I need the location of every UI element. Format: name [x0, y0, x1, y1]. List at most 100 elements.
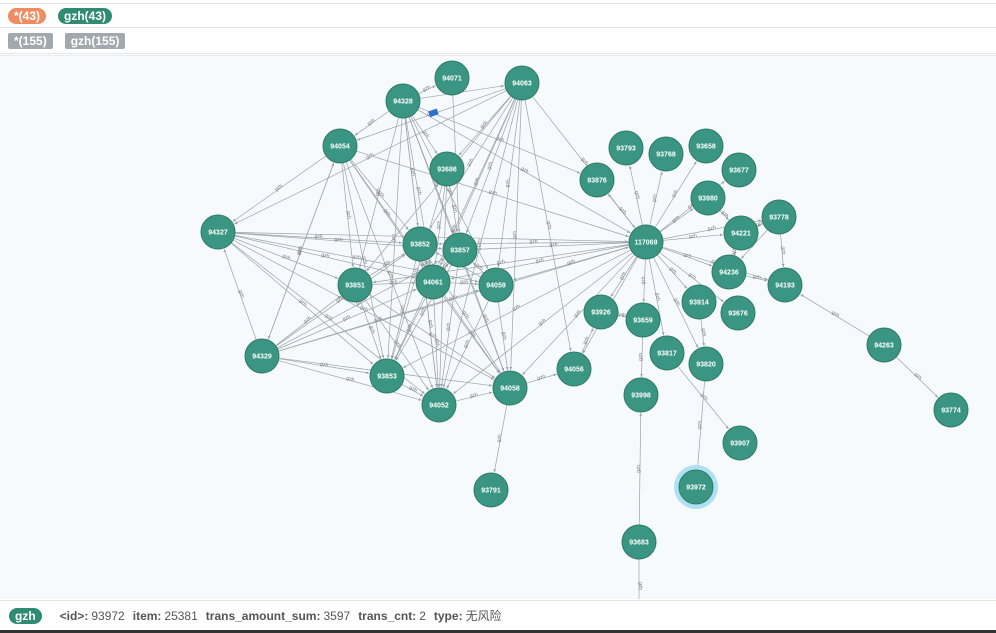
graph-edge[interactable]: gzh: [497, 99, 521, 268]
graph-edge[interactable]: gzh: [234, 232, 403, 245]
graph-edge[interactable]: gzh: [277, 288, 417, 350]
graph-node-93853[interactable]: 93853: [369, 358, 405, 394]
edge-line[interactable]: [654, 161, 697, 228]
graph-edge[interactable]: gzh: [656, 254, 688, 289]
edge-line[interactable]: [267, 162, 335, 341]
edge-line[interactable]: [443, 263, 449, 270]
node-circle[interactable]: [649, 335, 685, 371]
graph-node-94063[interactable]: 94063: [504, 65, 540, 101]
graph-edge[interactable]: gzh: [780, 233, 787, 268]
graph-edge[interactable]: gzh: [522, 254, 635, 376]
graph-edge[interactable]: gzh: [278, 360, 422, 401]
graph-node-93683[interactable]: 93683: [621, 524, 657, 560]
node-circle[interactable]: [723, 215, 759, 251]
node-circle[interactable]: [623, 377, 659, 413]
graph-node-93686[interactable]: 93686: [429, 151, 465, 187]
graph-node-94056[interactable]: 94056: [556, 351, 592, 387]
edge-line[interactable]: [497, 99, 521, 268]
edge-line[interactable]: [343, 162, 385, 359]
edge-line[interactable]: [345, 161, 433, 389]
graph-edge[interactable]: gzh: [371, 279, 416, 286]
edge-line[interactable]: [648, 258, 665, 336]
edge-line[interactable]: [465, 265, 505, 372]
graph-edge[interactable]: gzh: [234, 235, 416, 279]
graph-edge[interactable]: gzh: [401, 383, 424, 397]
graph-node-93972[interactable]: 93972: [674, 465, 718, 509]
graph-edge[interactable]: gzh: [636, 412, 643, 526]
edge-line[interactable]: [522, 254, 635, 376]
edge-line[interactable]: [356, 150, 629, 238]
graph-node-94061[interactable]: 94061: [415, 264, 451, 300]
edge-line[interactable]: [278, 358, 370, 375]
edge-line[interactable]: [493, 404, 508, 473]
graph-edge[interactable]: gzh: [449, 279, 479, 286]
graph-edge[interactable]: gzh: [524, 99, 572, 352]
graph-edge[interactable]: gzh: [659, 208, 694, 233]
edge-line[interactable]: [434, 185, 446, 265]
node-circle[interactable]: [369, 358, 405, 394]
node-circle[interactable]: [337, 267, 373, 303]
graph-edge[interactable]: gzh: [497, 301, 509, 371]
graph-node-94059[interactable]: 94059: [478, 267, 514, 303]
edge-line[interactable]: [277, 288, 417, 350]
node-circle[interactable]: [721, 152, 757, 188]
graph-edge[interactable]: gzh: [364, 298, 429, 391]
edge-line[interactable]: [780, 233, 785, 268]
edge-line[interactable]: [402, 249, 632, 369]
graph-edge[interactable]: gzh: [730, 247, 738, 257]
graph-edge[interactable]: gzh: [446, 300, 490, 389]
graph-edge[interactable]: gzh: [696, 380, 705, 470]
edge-line[interactable]: [354, 110, 390, 136]
edge-line[interactable]: [477, 242, 630, 251]
edge-line[interactable]: [350, 158, 409, 231]
graph-edge[interactable]: gzh: [417, 109, 631, 234]
node-circle[interactable]: [933, 392, 969, 428]
graph-edge[interactable]: gzh: [354, 110, 390, 136]
node-circle[interactable]: [473, 472, 509, 508]
node-circle[interactable]: [402, 226, 438, 262]
edge-line[interactable]: [640, 336, 643, 378]
graph-edge[interactable]: gzh: [610, 256, 638, 298]
graph-node-93926[interactable]: 93926: [583, 294, 619, 330]
edge-line[interactable]: [233, 237, 339, 279]
graph-edge[interactable]: gzh: [449, 185, 458, 233]
edge-line[interactable]: [275, 295, 341, 346]
graph-edge[interactable]: gzh: [402, 249, 632, 369]
graph-edge[interactable]: gzh: [358, 117, 400, 268]
edge-line[interactable]: [433, 298, 440, 388]
edge-line[interactable]: [526, 373, 557, 384]
edge-line[interactable]: [394, 297, 426, 360]
graph-node-93774[interactable]: 93774: [933, 392, 969, 428]
graph-edge[interactable]: gzh: [580, 328, 594, 354]
edge-line[interactable]: [719, 210, 729, 221]
edge-line[interactable]: [745, 275, 768, 282]
edge-line[interactable]: [656, 254, 688, 289]
edge-line[interactable]: [733, 249, 737, 255]
graph-edge[interactable]: gzh: [230, 242, 374, 365]
edge-line[interactable]: [700, 318, 706, 347]
node-circle[interactable]: [866, 327, 902, 363]
graph-edge[interactable]: gzh: [513, 246, 630, 281]
graph-node-93817[interactable]: 93817: [649, 335, 685, 371]
graph-node-94236[interactable]: 94236: [711, 254, 747, 290]
edge-line[interactable]: [417, 109, 631, 234]
graph-edge[interactable]: gzh: [234, 90, 507, 225]
graph-node-93793[interactable]: 93793: [608, 130, 644, 166]
graph-node-94054[interactable]: 94054: [322, 128, 358, 164]
edge-line[interactable]: [450, 244, 630, 280]
graph-edge[interactable]: gzh: [440, 266, 459, 388]
graph-edge[interactable]: gzh: [800, 294, 870, 337]
graph-edge[interactable]: gzh: [418, 84, 436, 95]
graph-node-93852[interactable]: 93852: [402, 226, 438, 262]
graph-node-94328[interactable]: 94328: [385, 83, 421, 119]
graph-edge[interactable]: gzh: [360, 300, 382, 360]
graph-edge[interactable]: gzh: [638, 336, 644, 378]
edge-line[interactable]: [223, 248, 257, 341]
graph-edge[interactable]: gzh: [745, 274, 768, 282]
node-circle[interactable]: [421, 387, 457, 423]
edge-line[interactable]: [449, 282, 479, 286]
edge-line[interactable]: [653, 257, 699, 349]
graph-node-94193[interactable]: 94193: [767, 267, 803, 303]
graph-edge[interactable]: gzh: [394, 297, 426, 360]
node-circle[interactable]: [385, 83, 421, 119]
